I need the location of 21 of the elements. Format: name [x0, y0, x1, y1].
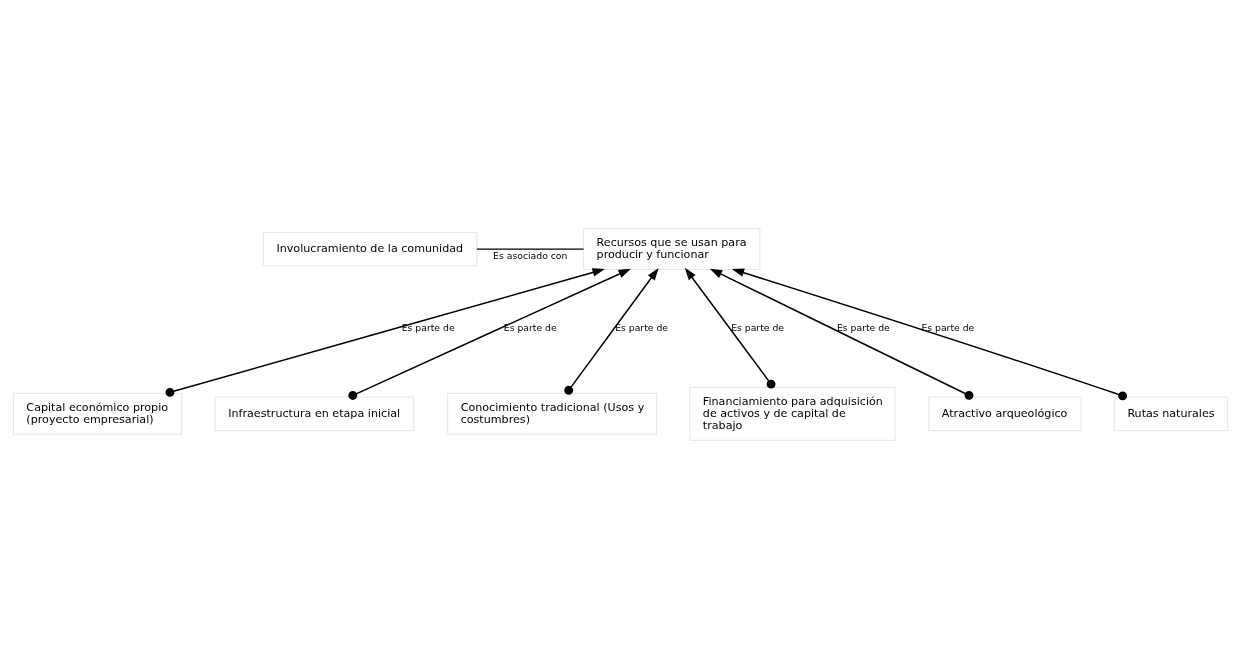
arrow — [709, 268, 974, 400]
node-box: Capital económico propio (proyecto empresarial) — [12, 392, 182, 435]
node-box: Conocimiento tradicional (Usos y costumbres) — [447, 392, 657, 435]
edge-label: Es parte de — [836, 321, 890, 333]
arrow — [564, 267, 659, 395]
edge-label: Es parte de — [503, 321, 557, 333]
arrow — [348, 268, 631, 400]
node-box: Atractivo arqueológico — [928, 396, 1082, 431]
edge-label: Es parte de — [731, 321, 785, 333]
node-box: Infraestructura en etapa inicial — [214, 396, 415, 431]
node-box: Involucramiento de la comunidad — [263, 231, 478, 267]
edge-label: Es parte de — [921, 321, 975, 333]
arrow — [684, 267, 776, 389]
node-box: Financiamiento para adquisición de activos y de capital de trabajo — [689, 386, 896, 441]
node-box: Recursos que se usan para producir y funcionar — [583, 228, 761, 270]
arrow — [731, 268, 1128, 401]
arrow — [165, 268, 605, 397]
edge-label: Es asociado con — [493, 250, 568, 262]
edge-label: Es parte de — [615, 321, 669, 333]
node-box: Rutas naturales — [1113, 396, 1229, 431]
connector — [476, 248, 585, 250]
